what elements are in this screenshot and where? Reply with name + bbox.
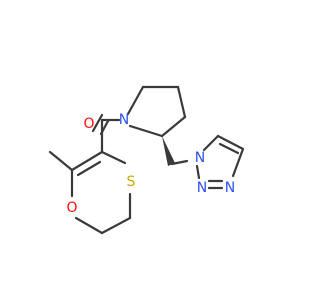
bond-ox-o1-c6 xyxy=(74,216,104,235)
bond-pyr-c4-c5 xyxy=(160,115,187,138)
atom-n-triazole-2: N xyxy=(197,180,207,196)
atom-labels: O N O S N N N xyxy=(66,112,235,216)
bond-wedge-ch2 xyxy=(162,136,175,166)
bond-ox-c3-c2-a xyxy=(70,150,104,172)
bond-tri-c5-c4-a xyxy=(216,134,245,151)
bond-ox-c3-c2-b xyxy=(76,160,102,177)
molecule-structure: O N O S N N N xyxy=(48,85,245,235)
atom-n-triazole-1: N xyxy=(195,150,205,166)
bond-pyr-c3-c4 xyxy=(176,85,187,119)
bond-carbonyl-co-a xyxy=(91,113,104,133)
molecule-canvas: O N O S N N N xyxy=(48,85,245,235)
bond-tri-n2-n1 xyxy=(195,164,201,180)
atom-s-ring: S xyxy=(127,174,136,190)
bond-ox-c6-c5 xyxy=(100,216,132,235)
bond-tri-n1-c5 xyxy=(202,134,220,152)
atom-n-pyrrolidine: N xyxy=(119,112,129,128)
bond-tri-c4-n3 xyxy=(231,147,245,178)
atom-n-triazole-3: N xyxy=(225,180,235,196)
bond-tri-c5-c4-b xyxy=(218,142,240,155)
bond-pyr-n-c2 xyxy=(126,85,145,116)
bond-pyr-c5-n xyxy=(128,124,164,138)
bond-ox-c2-methyl xyxy=(48,150,74,172)
bond-ch2-triazole-n1 xyxy=(170,159,189,166)
atom-o-ring: O xyxy=(66,200,77,216)
atom-o-carbonyl: O xyxy=(83,116,94,132)
bond-ox-s4-c3 xyxy=(100,150,127,165)
bonds xyxy=(48,85,245,235)
